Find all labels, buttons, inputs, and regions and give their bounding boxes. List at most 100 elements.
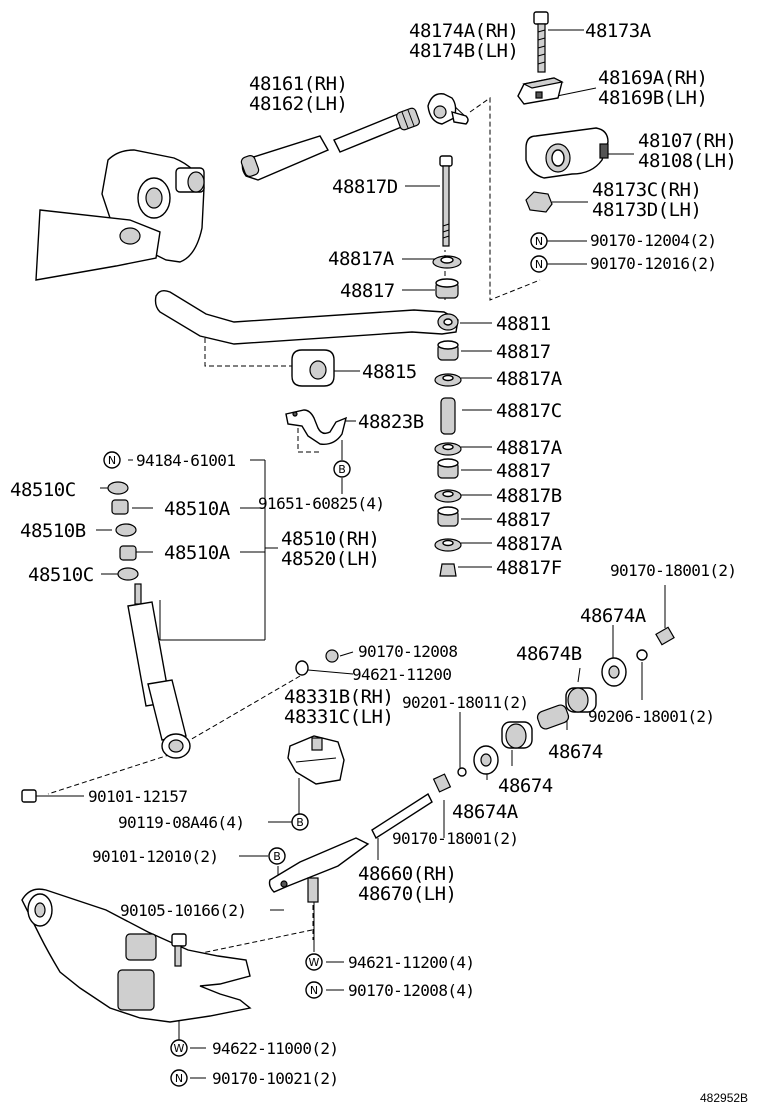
label-48173d: 48173D(LH) — [592, 199, 701, 221]
label-48817a: 48817A — [496, 533, 563, 555]
label-48510c: 48510C — [10, 479, 76, 501]
leader-lines — [42, 29, 666, 1079]
svg-text:N: N — [535, 235, 543, 248]
svg-text:N: N — [175, 1072, 183, 1085]
n-marker: N — [170, 1069, 188, 1087]
label-90170-12016: 90170-12016(2) — [590, 254, 716, 273]
label-48674: 48674 — [498, 775, 553, 797]
b-marker: B — [291, 813, 309, 831]
torsion-bar-48161-drawing — [240, 107, 420, 181]
label-48674: 48674 — [548, 741, 603, 763]
label-94622-11000: 94622-11000(2) — [212, 1039, 338, 1058]
strut-rod-48660-drawing — [268, 792, 433, 903]
spacer-48173c-drawing — [525, 191, 553, 213]
label-48161: 48161(RH) — [249, 73, 347, 95]
label-91651-60825: 91651-60825(4) — [258, 494, 384, 513]
label-48174b: 48174B(LH) — [409, 40, 518, 62]
w-marker: W — [305, 953, 323, 971]
label-48510b: 48510B — [20, 520, 86, 542]
label-48817: 48817 — [496, 509, 551, 531]
label-48169a: 48169A(RH) — [598, 67, 707, 89]
label-90170-12004: 90170-12004(2) — [590, 231, 716, 250]
lower-bushing-stack-drawing — [434, 340, 462, 577]
diagram-code: 482952B — [700, 1091, 748, 1105]
bolt-48173a-drawing — [533, 11, 549, 73]
label-48670: 48670(LH) — [358, 883, 456, 905]
label-90119-08a46: 90119-08A46(4) — [118, 813, 244, 832]
svg-text:B: B — [338, 463, 346, 476]
label-48108: 48108(LH) — [638, 150, 736, 172]
label-90170-10021: 90170-10021(2) — [212, 1069, 338, 1088]
n-marker: N — [305, 981, 323, 999]
lower-arm-drawing — [21, 888, 252, 1023]
part-labels: 48173A 48174A(RH) 48174B(LH) 48161(RH) 4… — [10, 20, 748, 1105]
svg-text:N: N — [535, 258, 543, 271]
bracket-48823b-drawing — [285, 409, 348, 445]
label-48520: 48520(LH) — [281, 548, 379, 570]
n-marker: N — [530, 255, 548, 273]
bolt-48817d-drawing — [439, 155, 453, 247]
label-48510: 48510(RH) — [281, 528, 379, 550]
nut-washer-upper-drawing — [295, 649, 339, 676]
label-48811: 48811 — [496, 313, 551, 335]
label-48331b: 48331B(RH) — [284, 686, 393, 708]
label-90170-12008: 90170-12008 — [358, 642, 457, 661]
label-48510a: 48510A — [164, 498, 231, 520]
anchor-arm-48107-drawing — [525, 127, 609, 179]
label-48674b: 48674B — [516, 643, 582, 665]
n-marker: N — [103, 451, 121, 469]
label-48510c: 48510C — [28, 564, 94, 586]
label-90206-18001: 90206-18001(2) — [588, 707, 714, 726]
label-90105-10166: 90105-10166(2) — [120, 901, 246, 920]
label-94621-11200-4: 94621-11200(4) — [348, 953, 474, 972]
label-48674a: 48674A — [452, 801, 519, 823]
bolt-90101-12157-drawing — [21, 789, 44, 803]
bushing-48815-drawing — [291, 349, 335, 387]
svg-text:N: N — [108, 454, 116, 467]
b-marker: B — [333, 460, 351, 478]
bracket-48331-drawing — [287, 735, 345, 785]
svg-text:B: B — [296, 816, 304, 829]
label-90101-12010: 90101-12010(2) — [92, 847, 218, 866]
label-48815: 48815 — [362, 361, 417, 383]
lever-arm-48174-drawing — [427, 93, 469, 125]
label-48817f: 48817F — [496, 557, 562, 579]
label-90201-18011: 90201-18011(2) — [402, 693, 528, 712]
label-48817: 48817 — [340, 280, 395, 302]
steering-knuckle-drawing — [35, 149, 205, 281]
label-48817d: 48817D — [332, 176, 398, 198]
label-94184-61001: 94184-61001 — [136, 451, 235, 470]
label-48817a: 48817A — [328, 248, 395, 270]
label-48107: 48107(RH) — [638, 130, 736, 152]
b-marker: B — [268, 847, 286, 865]
label-48660: 48660(RH) — [358, 863, 456, 885]
upper-bushing-stack-drawing — [432, 255, 462, 299]
circled-markers: N N N B B B W N W N — [103, 232, 548, 1087]
label-48817c: 48817C — [496, 400, 562, 422]
bracket-48169-drawing — [517, 77, 564, 105]
label-94621-11200: 94621-11200 — [352, 665, 451, 684]
label-48823b: 48823B — [358, 411, 424, 433]
svg-text:W: W — [309, 956, 320, 969]
label-48174a: 48174A(RH) — [409, 20, 518, 42]
label-48817: 48817 — [496, 341, 551, 363]
svg-text:B: B — [273, 850, 281, 863]
label-48817: 48817 — [496, 460, 551, 482]
label-90170-18001: 90170-18001(2) — [610, 561, 736, 580]
label-48169b: 48169B(LH) — [598, 87, 707, 109]
svg-text:W: W — [174, 1042, 185, 1055]
bushing-set-48674-drawing — [432, 626, 675, 793]
label-48817b: 48817B — [496, 485, 562, 507]
label-48162: 48162(LH) — [249, 93, 347, 115]
n-marker: N — [530, 232, 548, 250]
label-48173c: 48173C(RH) — [592, 179, 701, 201]
label-90170-12008-4: 90170-12008(4) — [348, 981, 474, 1000]
label-48331c: 48331C(LH) — [284, 706, 393, 728]
label-48173a: 48173A — [585, 20, 652, 42]
shock-absorber-48510-drawing — [107, 481, 191, 759]
label-90101-12157: 90101-12157 — [88, 787, 187, 806]
svg-text:N: N — [310, 984, 318, 997]
w-marker: W — [170, 1039, 188, 1057]
